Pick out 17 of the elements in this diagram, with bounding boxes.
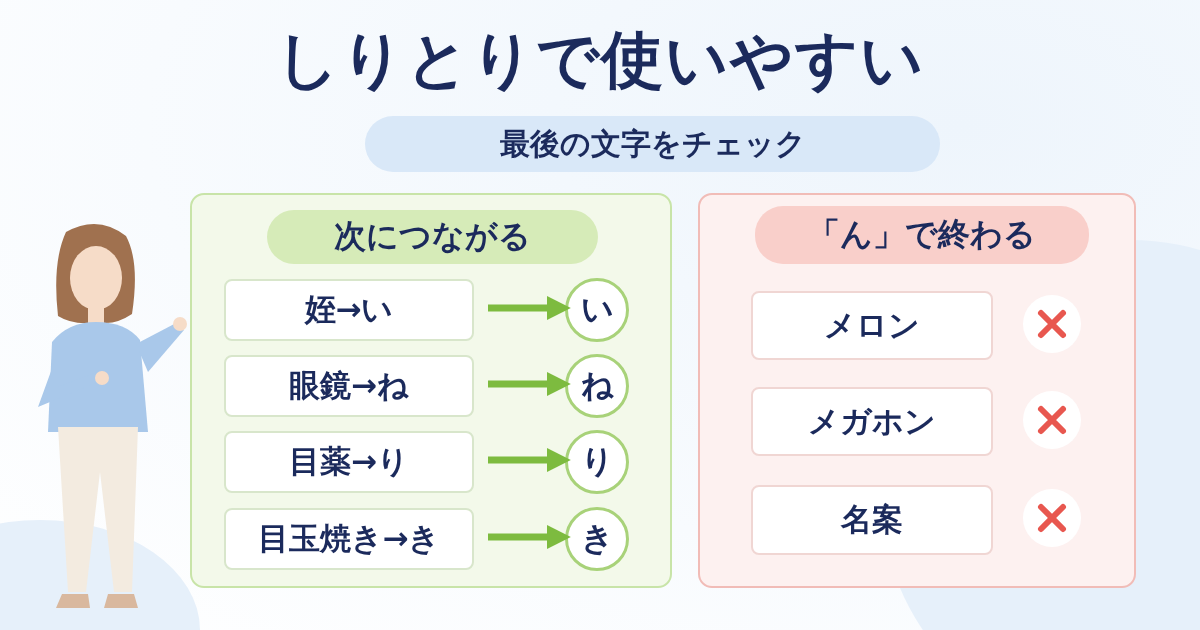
letter-circle: ね	[565, 354, 629, 418]
word-box: 目薬→り	[224, 431, 474, 493]
word-box: 眼鏡→ね	[224, 355, 474, 417]
letter-circle: り	[565, 430, 629, 494]
word-box: 名案	[751, 485, 993, 555]
word-box: メロン	[751, 291, 993, 360]
subtitle-pill: 最後の文字をチェック	[365, 116, 940, 172]
letter-circle: い	[565, 278, 629, 342]
word-box: メガホン	[751, 387, 993, 456]
panel-heading: 次につながる	[267, 210, 598, 264]
word-box: 目玉焼き→き	[224, 508, 474, 570]
panel-card	[698, 193, 1136, 588]
letter-circle: き	[565, 507, 629, 571]
panel-heading: 「ん」で終わる	[755, 206, 1089, 264]
title: しりとりで使いやすい	[274, 22, 926, 98]
word-box: 姪→い	[224, 279, 474, 341]
panel-card	[190, 193, 672, 588]
